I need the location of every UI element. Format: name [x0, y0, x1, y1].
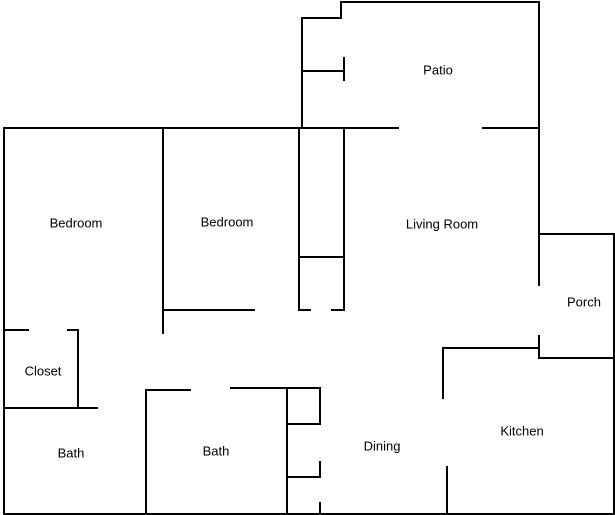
room-label-bath-center: Bath: [202, 443, 230, 459]
room-label-bedroom-right: Bedroom: [200, 214, 254, 230]
room-label-living-room: Living Room: [405, 216, 479, 232]
room-label-bedroom-left: Bedroom: [49, 215, 103, 231]
room-label-bath-left: Bath: [57, 445, 85, 461]
room-label-patio: Patio: [423, 62, 453, 78]
room-label-kitchen: Kitchen: [500, 423, 544, 439]
room-label-dining: Dining: [363, 438, 401, 454]
room-label-closet: Closet: [24, 363, 62, 379]
room-label-porch: Porch: [567, 294, 601, 310]
